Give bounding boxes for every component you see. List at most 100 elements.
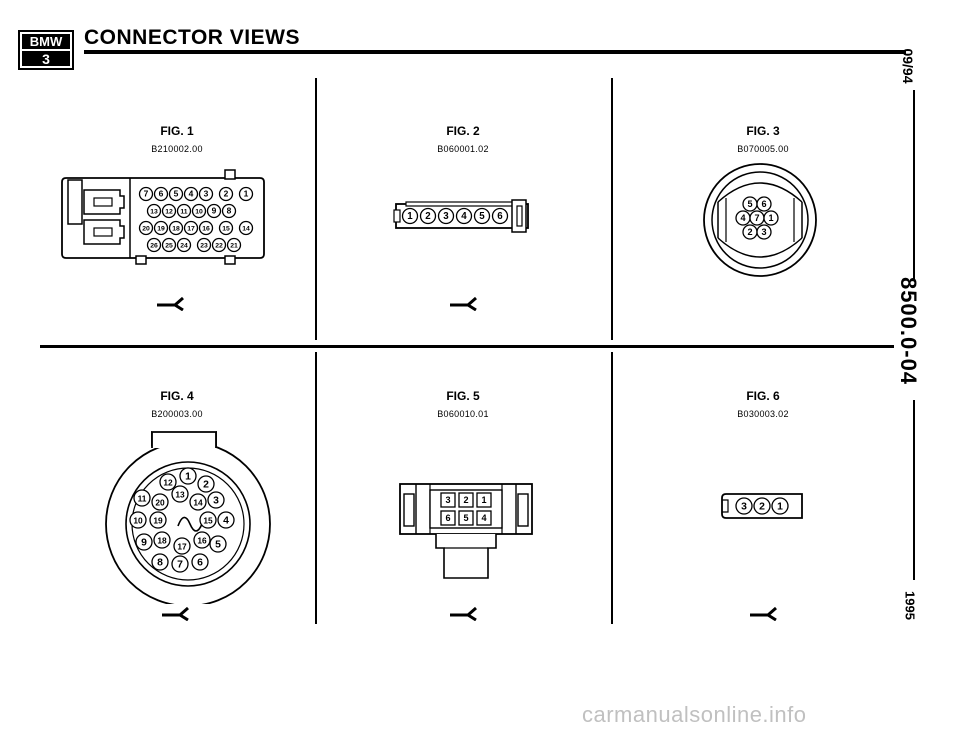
fig-1-pin-4: 4 (183, 186, 199, 202)
fig-1-pin-22: 22 (211, 237, 227, 253)
fig-4-pin-9: 9 (135, 533, 153, 551)
svg-text:3: 3 (443, 211, 449, 222)
svg-text:4: 4 (189, 189, 194, 199)
svg-text:18: 18 (157, 535, 167, 545)
fig-3-pin-7: 7 (749, 210, 765, 226)
svg-text:24: 24 (180, 243, 188, 250)
column-divider-2-top (611, 78, 613, 340)
fig-5-code: B060010.01 (437, 409, 489, 419)
fig-6-pin-2: 2 (753, 497, 771, 515)
fig-4-pin-16: 16 (193, 531, 211, 549)
svg-text:12: 12 (163, 477, 173, 487)
svg-text:2: 2 (747, 227, 752, 237)
svg-text:4: 4 (740, 213, 746, 223)
svg-text:15: 15 (203, 515, 213, 525)
logo-series-text: 3 (42, 51, 50, 67)
fig-4-pin-7: 7 (171, 555, 189, 573)
svg-text:18: 18 (172, 226, 180, 233)
svg-text:5: 5 (747, 199, 752, 209)
fig-2-code: B060001.02 (437, 144, 489, 154)
fig-4-pin-11: 11 (133, 489, 151, 507)
fig-1-label: FIG. 1 (160, 124, 194, 138)
svg-text:2: 2 (463, 495, 468, 505)
fig-5-pin-6: 6 (440, 510, 456, 526)
fig-5-pin-3: 3 (440, 492, 456, 508)
svg-text:21: 21 (230, 243, 238, 250)
fig-6-label: FIG. 6 (746, 389, 780, 403)
column-divider-1-top (315, 78, 317, 340)
svg-text:3: 3 (204, 189, 209, 199)
svg-text:13: 13 (150, 209, 158, 216)
header-rule (84, 50, 906, 54)
fig-1-pin-26: 26 (146, 237, 162, 253)
side-rule-bottom (913, 400, 915, 580)
fig-2-key-icon (450, 296, 477, 311)
fig-5-key-icon (450, 606, 477, 621)
column-divider-2-bottom (611, 352, 613, 624)
fig-1-pin-25: 25 (161, 237, 177, 253)
svg-text:3: 3 (761, 227, 766, 237)
fig-1-pin-20: 20 (138, 220, 154, 236)
bmw-3-series-logo: BMW 3 (18, 30, 74, 70)
svg-text:6: 6 (159, 189, 164, 199)
fig-6-code: B030003.02 (737, 409, 789, 419)
fig-1-pin-14: 14 (238, 220, 254, 236)
fig-4-pin-13: 13 (171, 485, 189, 503)
fig-1-pin-11: 11 (176, 203, 192, 219)
svg-text:14: 14 (193, 497, 203, 507)
svg-text:14: 14 (242, 226, 250, 233)
fig-6-key-icon (750, 606, 777, 621)
svg-text:23: 23 (200, 243, 208, 250)
fig-4-pin-5: 5 (209, 535, 227, 553)
svg-text:9: 9 (141, 537, 147, 548)
fig-3-label: FIG. 3 (746, 124, 780, 138)
fig-1-pin-23: 23 (196, 237, 212, 253)
svg-text:7: 7 (144, 189, 149, 199)
svg-text:6: 6 (445, 513, 450, 523)
svg-text:16: 16 (197, 535, 207, 545)
fig-1-pin-18: 18 (168, 220, 184, 236)
svg-text:2: 2 (425, 211, 431, 222)
fig-1-key-icon (157, 296, 184, 311)
svg-text:5: 5 (215, 539, 221, 550)
fig-1-pin-5: 5 (168, 186, 184, 202)
side-year-label: 1995 (902, 591, 918, 620)
svg-text:10: 10 (195, 209, 203, 216)
side-date-label: 09/94 (900, 48, 916, 84)
page-title: CONNECTOR VIEWS (84, 26, 300, 49)
fig-4-pin-8: 8 (151, 553, 169, 571)
svg-text:2: 2 (759, 501, 765, 512)
svg-text:1: 1 (768, 213, 773, 223)
svg-text:4: 4 (481, 513, 487, 523)
fig-4-pin-18: 18 (153, 531, 171, 549)
svg-text:2: 2 (224, 189, 229, 199)
fig-1-pin-24: 24 (176, 237, 192, 253)
fig-4-code: B200003.00 (151, 409, 203, 419)
fig-1-pin-19: 19 (153, 220, 169, 236)
fig-1-pin-7: 7 (138, 186, 154, 202)
fig-3-code: B070005.00 (737, 144, 789, 154)
svg-text:1: 1 (777, 501, 783, 512)
svg-text:5: 5 (174, 189, 179, 199)
fig-1-pin-8: 8 (221, 203, 237, 219)
fig-4-pin-10: 10 (129, 511, 147, 529)
svg-text:6: 6 (497, 211, 503, 222)
fig-1-pin-10: 10 (191, 203, 207, 219)
svg-text:11: 11 (180, 209, 187, 216)
fig-3-pin-4: 4 (735, 210, 751, 226)
fig-5-pin-1: 1 (476, 492, 492, 508)
watermark-text: carmanualsonline.info (582, 702, 807, 727)
svg-text:7: 7 (177, 559, 183, 570)
fig-2-pin-4: 4 (455, 207, 473, 225)
fig-5-pin-4: 4 (476, 510, 492, 526)
fig-4-pin-15: 15 (199, 511, 217, 529)
svg-text:3: 3 (741, 501, 747, 512)
fig-5-label: FIG. 5 (446, 389, 480, 403)
svg-text:1: 1 (244, 189, 249, 199)
